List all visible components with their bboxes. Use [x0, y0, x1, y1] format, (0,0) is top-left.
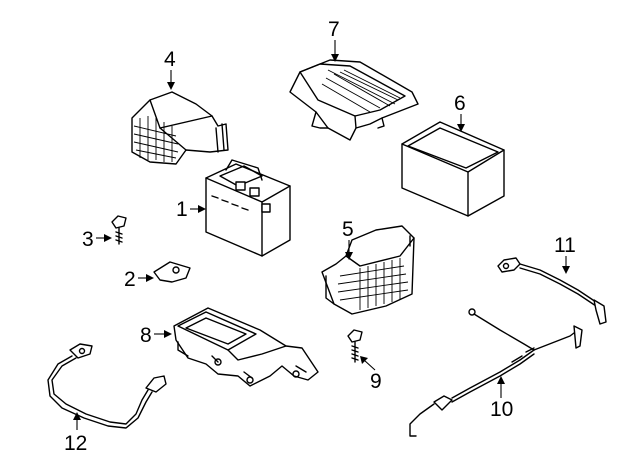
part-8-battery-tray[interactable]	[173, 307, 319, 387]
part-7-battery-cover[interactable]	[289, 59, 419, 141]
callout-number: 9	[370, 370, 382, 393]
part-3-bolt[interactable]	[111, 215, 127, 245]
callout-number: 12	[64, 432, 87, 455]
callout-3: 3	[82, 228, 112, 251]
part-10-cable-harness[interactable]	[409, 308, 583, 437]
callout-number: 6	[454, 92, 466, 115]
callout-5: 5	[342, 218, 354, 260]
part-11-battery-cable[interactable]	[497, 257, 607, 325]
part-9-bolt[interactable]	[347, 329, 363, 363]
callout-9: 9	[360, 356, 382, 393]
callout-11: 11	[554, 234, 576, 274]
callout-6: 6	[454, 92, 466, 132]
part-1-battery[interactable]	[205, 159, 291, 257]
callout-number: 1	[176, 198, 188, 221]
callout-number: 2	[124, 268, 136, 291]
callout-number: 5	[342, 218, 354, 241]
callout-4: 4	[164, 48, 176, 90]
callout-7: 7	[328, 18, 340, 62]
callout-number: 3	[82, 228, 94, 251]
part-5-battery-bracket[interactable]	[321, 225, 415, 315]
callout-8: 8	[140, 324, 172, 347]
callout-12: 12	[64, 412, 87, 455]
part-4-heat-shield[interactable]	[131, 91, 229, 165]
callout-number: 7	[328, 18, 340, 41]
callout-number: 10	[490, 398, 513, 421]
part-6-battery-box[interactable]	[401, 121, 505, 217]
part-2-hold-down-bracket[interactable]	[153, 261, 191, 283]
callout-2: 2	[124, 268, 154, 291]
callout-1: 1	[176, 198, 206, 221]
callout-number: 8	[140, 324, 152, 347]
part-12-battery-cable[interactable]	[47, 343, 167, 429]
callout-10: 10	[490, 376, 513, 421]
callout-number: 4	[164, 48, 176, 71]
callout-number: 11	[554, 234, 576, 257]
